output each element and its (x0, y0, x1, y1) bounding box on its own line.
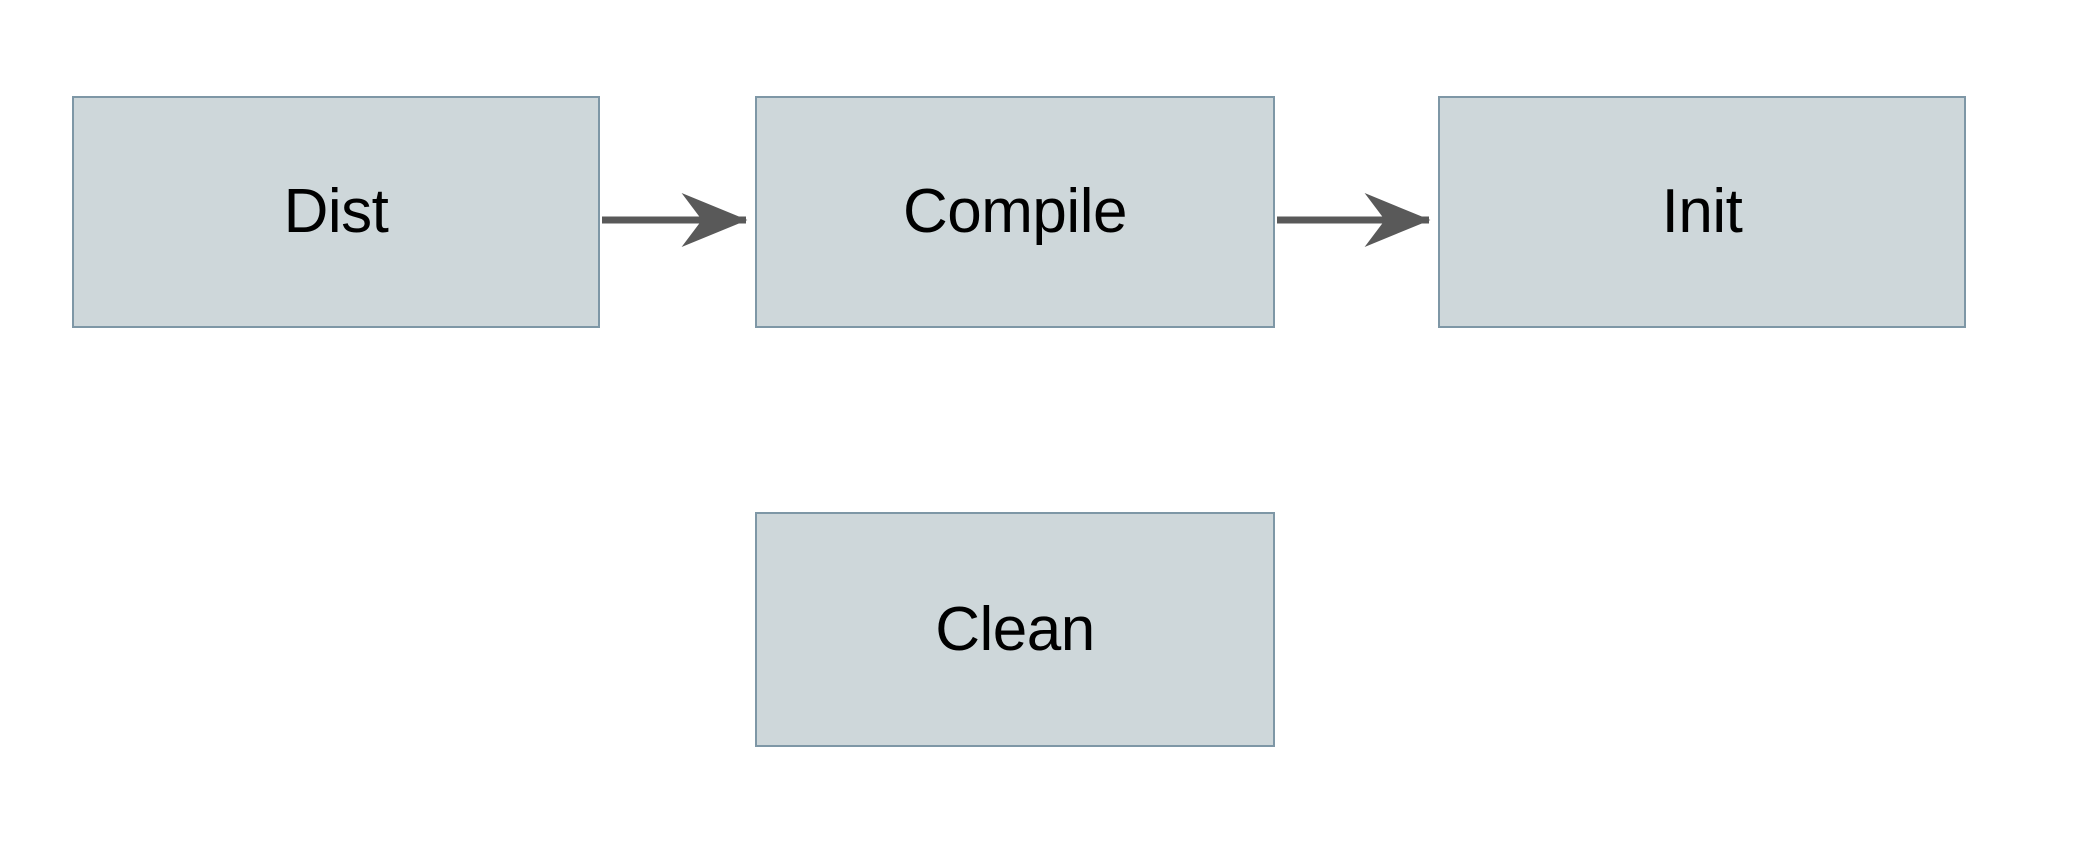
node-compile[interactable]: Compile (755, 96, 1275, 328)
node-init-label: Init (1661, 177, 1743, 246)
node-init[interactable]: Init (1438, 96, 1966, 328)
node-dist-label: Dist (283, 177, 389, 246)
node-compile-label: Compile (903, 177, 1127, 246)
node-clean[interactable]: Clean (755, 512, 1275, 747)
node-clean-label: Clean (935, 594, 1095, 664)
node-dist[interactable]: Dist (72, 96, 600, 328)
